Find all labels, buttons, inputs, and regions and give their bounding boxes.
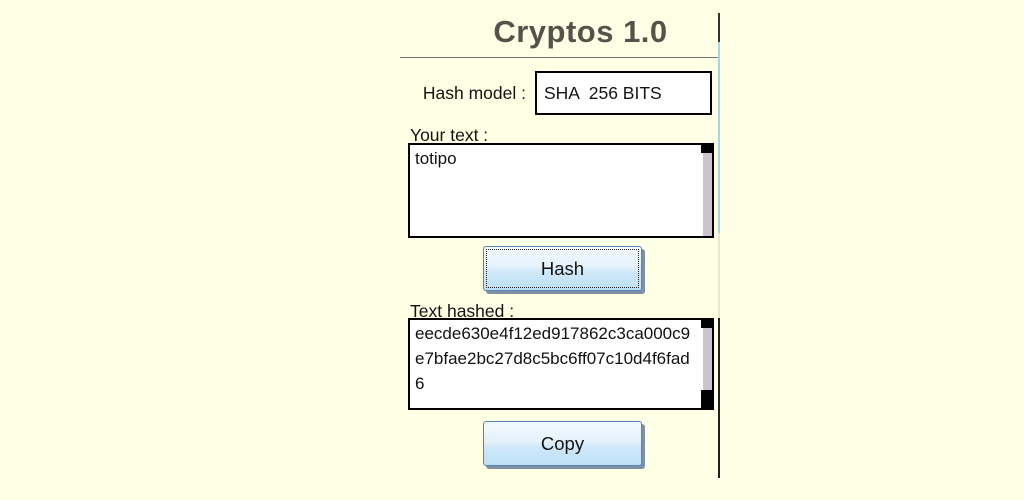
your-text-area[interactable]: totipo <box>410 145 703 236</box>
your-text-box: totipo <box>408 143 714 238</box>
text-hashed-area[interactable]: eecde630e4f12ed917862c3ca000c9e7bfae2bc2… <box>410 320 703 408</box>
your-text-scrollbar[interactable] <box>701 145 712 236</box>
app-title: Cryptos 1.0 <box>493 14 668 49</box>
hash-button[interactable]: Hash <box>483 246 642 291</box>
title-underline <box>400 57 719 58</box>
text-hashed-box: eecde630e4f12ed917862c3ca000c9e7bfae2bc2… <box>408 318 714 410</box>
hash-model-label: Hash model : <box>422 83 526 103</box>
text-hashed-label: Text hashed : <box>410 301 515 321</box>
window-edge-line <box>718 13 720 478</box>
text-hashed-scrollbar[interactable] <box>701 320 712 408</box>
your-text-label: Your text : <box>410 125 489 145</box>
copy-button[interactable]: Copy <box>483 421 642 466</box>
hash-model-input[interactable] <box>535 71 712 115</box>
